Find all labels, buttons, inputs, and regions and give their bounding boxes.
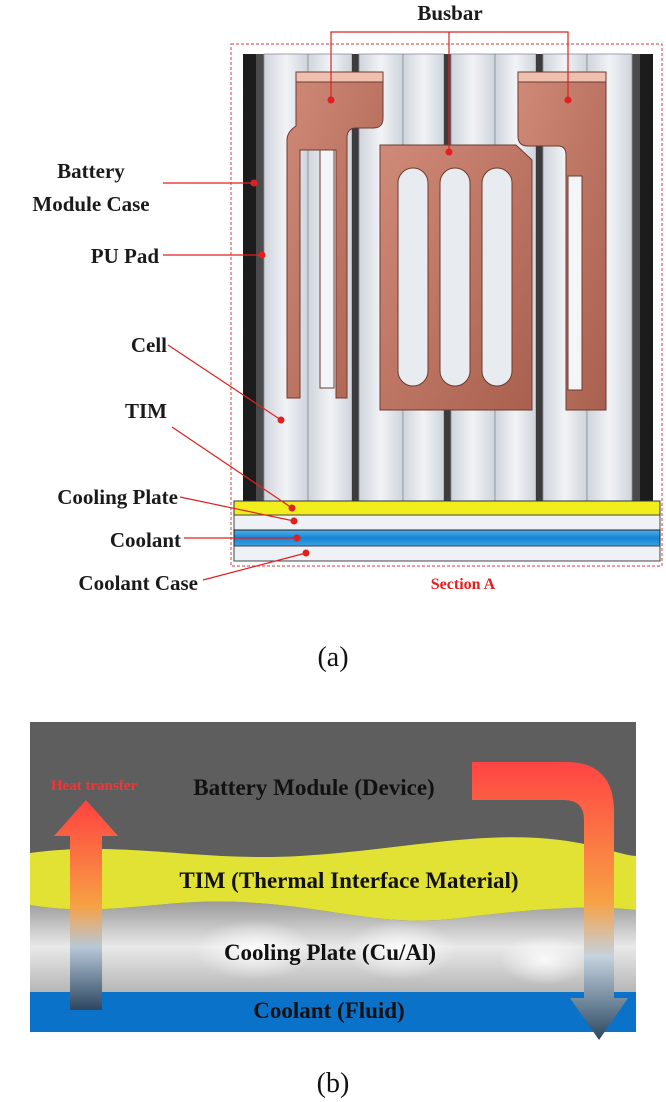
layer-coolant	[30, 992, 636, 1032]
busbar-marker	[445, 148, 453, 156]
label-cell: Cell	[131, 333, 167, 357]
label-coolant-case: Coolant Case	[78, 571, 198, 595]
module-case-left	[243, 54, 256, 502]
label-tim-layer: TIM (Thermal Interface Material)	[179, 868, 518, 893]
busbar-right-slot	[567, 175, 583, 391]
busbar-middle-slot	[397, 167, 429, 387]
plate-shine	[195, 920, 315, 980]
cell-separator	[352, 54, 359, 502]
label-busbar: Busbar	[417, 1, 482, 25]
heat-transfer-down-arrow	[472, 762, 628, 1040]
battery-module	[243, 53, 653, 503]
busbar-middle-slot	[439, 167, 471, 387]
label-pu-pad: PU Pad	[91, 244, 160, 268]
caption-a: (a)	[317, 642, 348, 673]
label-coolant: Coolant	[110, 528, 181, 552]
figure-a: Busbar Battery Module Case PU Pad Cell T…	[32, 1, 663, 673]
busbar-middle-slot	[481, 167, 513, 387]
label-plate-layer: Cooling Plate (Cu/Al)	[224, 940, 436, 965]
busbar-left-tab	[295, 71, 384, 83]
label-heat-transfer: Heat transfer	[51, 778, 138, 794]
leader-lines	[163, 182, 307, 581]
cooling-plate	[233, 500, 661, 516]
cell-separator	[536, 54, 543, 502]
heat-transfer-up-arrow	[54, 800, 118, 1010]
figure-b: Heat transfer Battery Module (Device) TI…	[30, 722, 636, 1099]
pu-pad-left	[256, 54, 264, 502]
leader-markers	[250, 179, 310, 557]
label-tim: TIM	[125, 399, 167, 423]
busbar-marker	[564, 96, 572, 104]
cooling-plate-body	[233, 514, 661, 531]
pu-pad-right	[632, 54, 640, 502]
caption-b: (b)	[317, 1068, 350, 1099]
busbar-callout	[330, 31, 569, 152]
busbar-left	[286, 71, 384, 399]
module-case-right	[640, 54, 653, 502]
busbar-left-slot	[319, 149, 335, 389]
busbars	[286, 71, 607, 411]
busbar-right-tab	[517, 71, 607, 83]
busbar-right	[517, 71, 607, 411]
plate-shine	[500, 935, 590, 985]
layer-tim	[30, 837, 636, 921]
busbar-marker	[327, 96, 335, 104]
section-a-box	[230, 43, 663, 567]
plate-shine	[345, 920, 455, 980]
label-battery-module-case-1: Battery	[57, 159, 125, 183]
label-battery-module-case-2: Module Case	[32, 192, 149, 216]
label-cooling-plate: Cooling Plate	[57, 485, 178, 509]
layer-cooling-plate	[30, 901, 636, 992]
label-section-a: Section A	[431, 576, 496, 593]
coolant-case	[233, 545, 661, 562]
label-device-layer: Battery Module (Device)	[193, 775, 434, 800]
label-coolant-layer: Coolant (Fluid)	[253, 998, 404, 1023]
